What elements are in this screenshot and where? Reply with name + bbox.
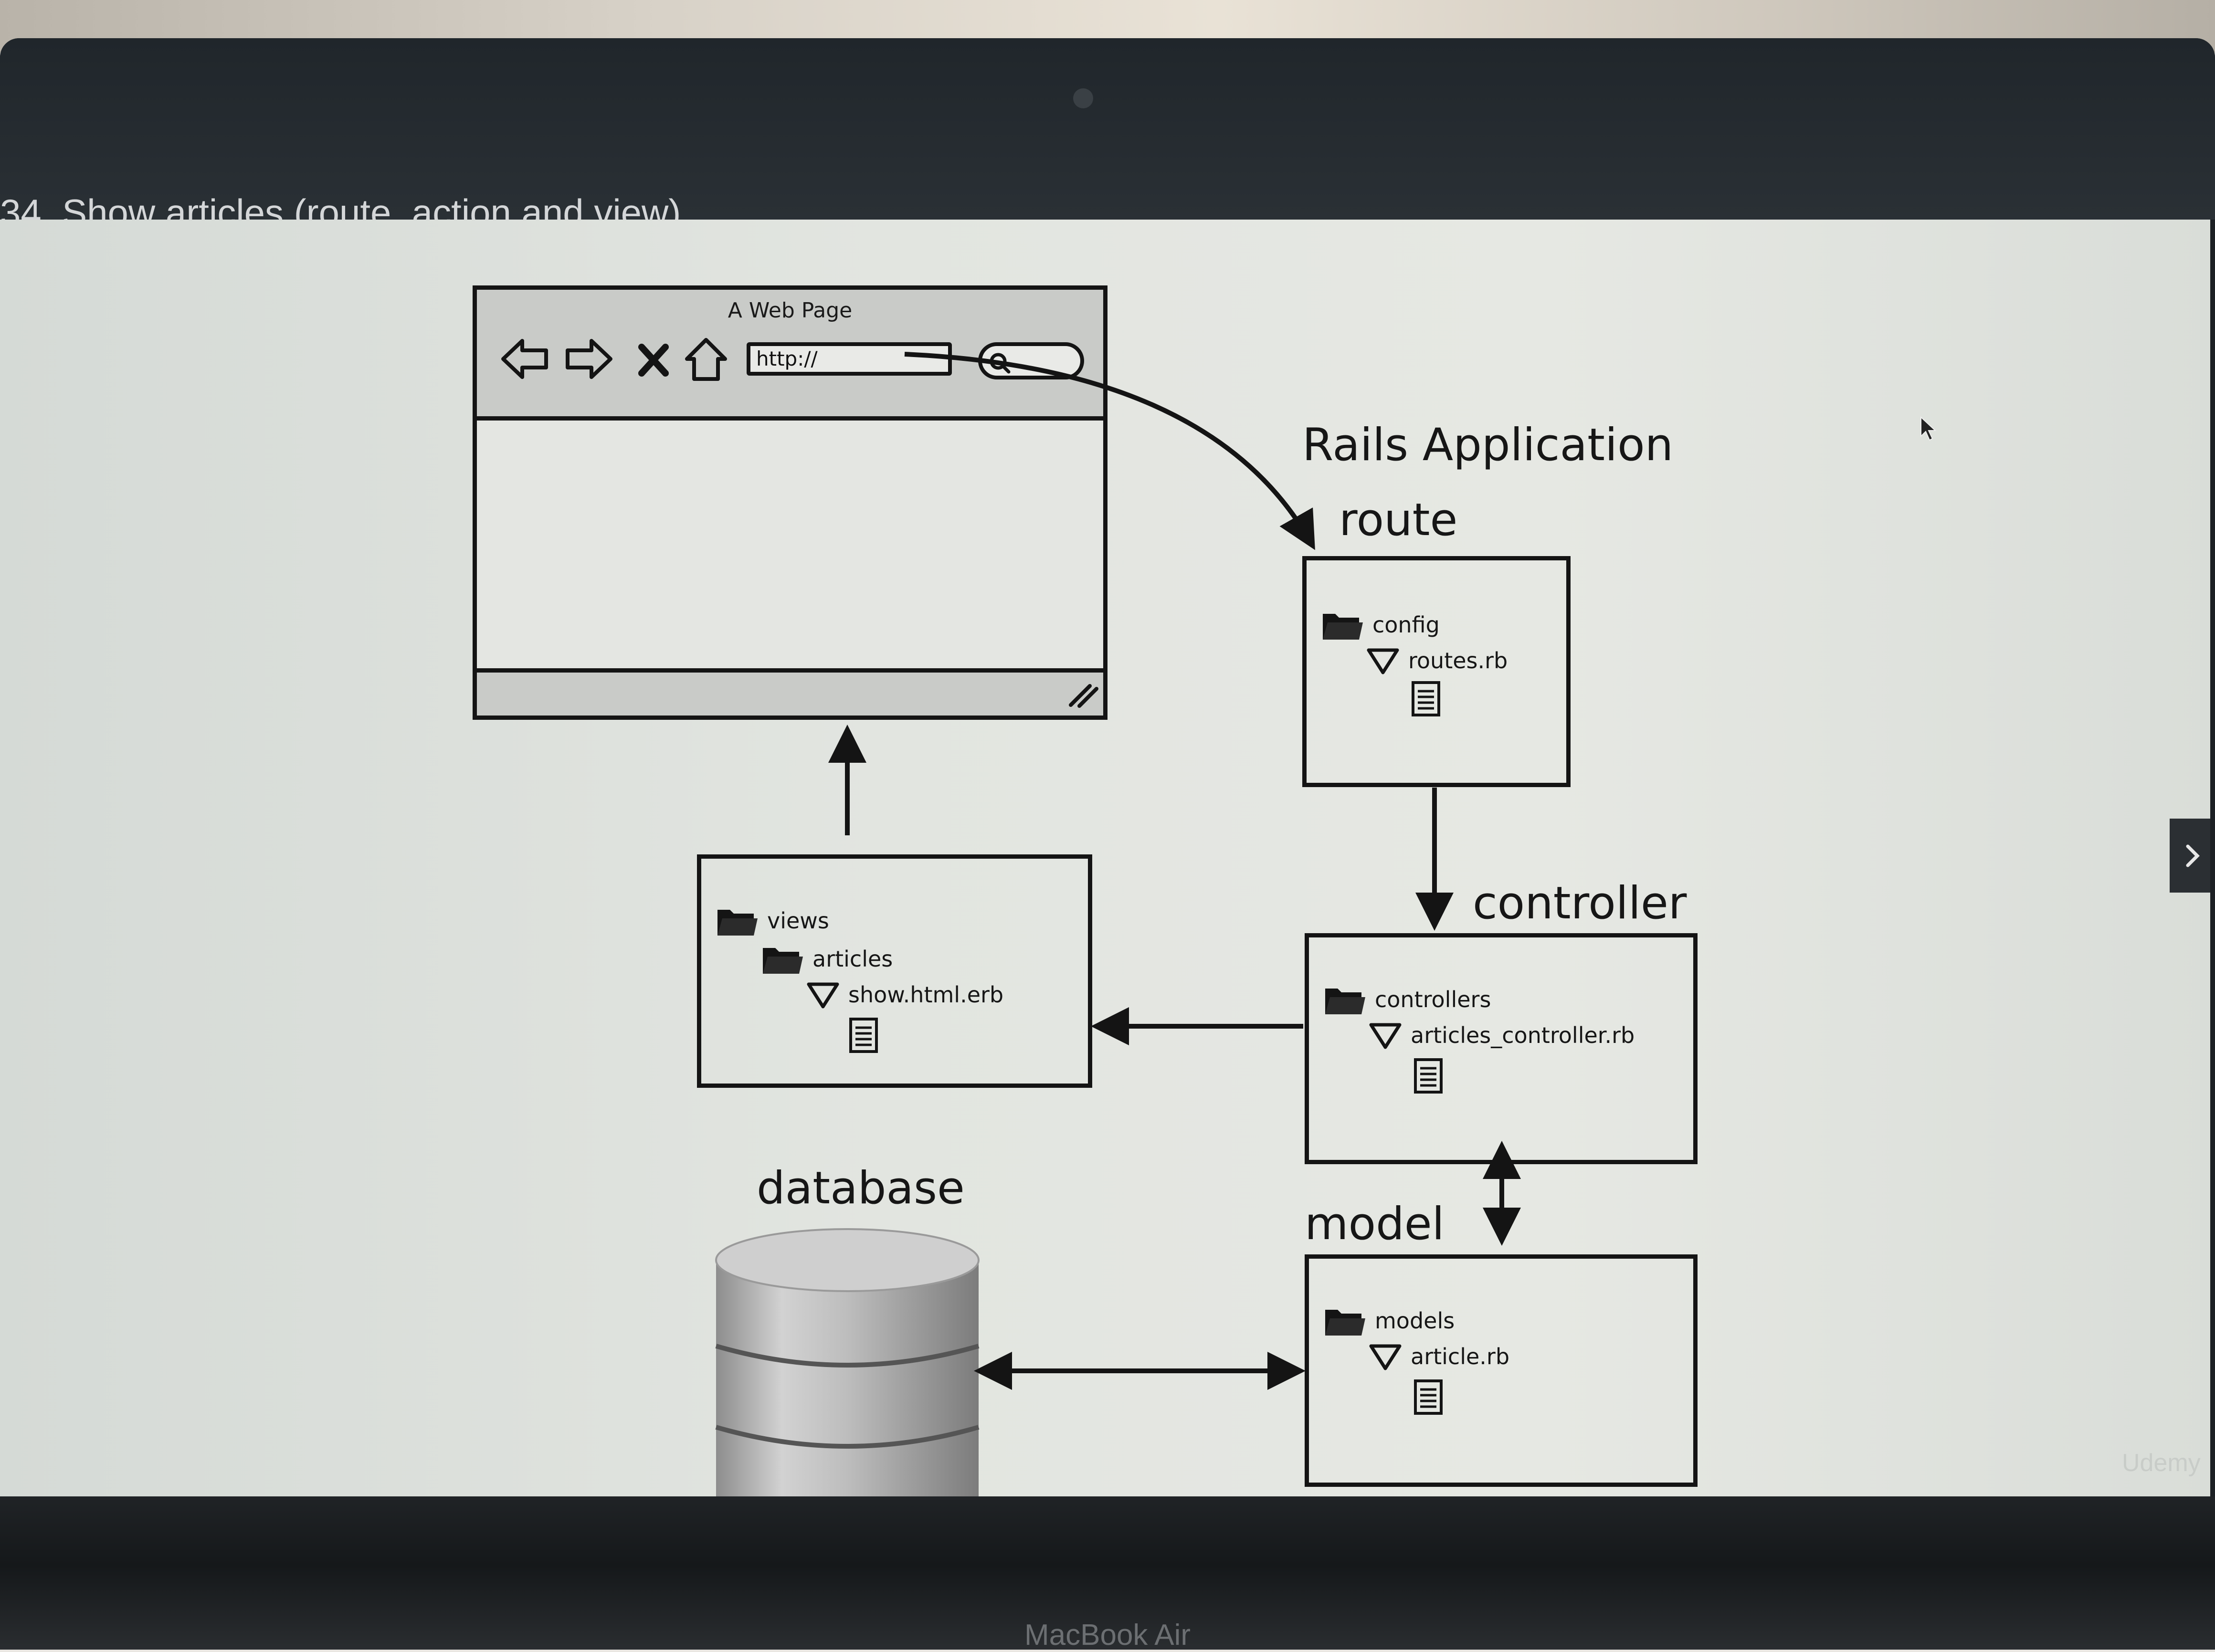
forward-arrow-icon [566,339,612,379]
file-icon [1412,681,1440,716]
database-icon [715,1228,980,1496]
model-label: model [1305,1198,1445,1250]
slide-screen: A Web Page http:// [0,220,2210,1496]
views-folder-row: views [716,904,829,937]
screen-bezel-top [0,38,2215,220]
model-box: models article.rb [1305,1254,1698,1487]
rails-application-label: Rails Application [1302,419,1674,471]
database-label: database [757,1162,965,1214]
folder-icon [1323,614,1363,640]
file-name: article.rb [1411,1344,1510,1369]
model-file-row: article.rb [1369,1342,1509,1371]
search-field[interactable] [978,342,1084,379]
folder-name: models [1375,1308,1455,1334]
expand-triangle-icon [807,982,839,1009]
browser-toolbar: A Web Page http:// [477,290,1103,421]
file-name: articles_controller.rb [1411,1022,1635,1048]
mouse-cursor-icon [1920,416,1937,441]
file-icon [1414,1379,1443,1415]
browser-mock: A Web Page http:// [473,285,1108,720]
screen-bezel-bottom [0,1496,2215,1650]
chevron-right-icon [2186,844,2200,867]
udemy-watermark: Udemy [2122,1449,2201,1477]
folder-name: controllers [1375,987,1491,1012]
folder-name: config [1372,612,1440,638]
file-icon [849,1018,878,1053]
config-folder-row: config [1321,608,1440,642]
route-box: config routes.rb [1302,556,1571,787]
browser-title: A Web Page [728,298,853,323]
browser-status-bar [477,668,1103,716]
folder-icon [763,948,803,974]
file-name: show.html.erb [848,982,1004,1008]
controller-box: controllers articles_controller.rb [1305,933,1698,1164]
folder-name: views [767,908,829,934]
route-label: route [1339,494,1458,546]
search-icon [990,353,1011,374]
resize-grip-icon [1069,684,1098,708]
controller-file-row: articles_controller.rb [1369,1021,1635,1050]
laptop-model-label: MacBook Air [1024,1619,1191,1652]
camera [1073,88,1093,108]
expand-triangle-icon [1369,1344,1402,1370]
home-icon [685,338,727,381]
models-folder-row: models [1323,1304,1455,1337]
folder-icon [1325,1310,1365,1336]
folder-icon [1325,989,1365,1014]
controller-label: controller [1473,877,1687,929]
routes-file-row: routes.rb [1366,646,1508,675]
folder-icon [717,910,758,936]
next-slide-button[interactable] [2170,819,2210,893]
url-field[interactable]: http:// [747,342,952,376]
file-icon [1414,1058,1443,1094]
back-arrow-icon [501,339,548,379]
file-name: routes.rb [1408,648,1508,673]
subfolder-name: articles [812,946,893,972]
articles-folder-row: articles [761,942,893,976]
views-box: views articles show.html.erb [697,854,1092,1088]
show-file-row: show.html.erb [806,980,1003,1009]
expand-triangle-icon [1369,1023,1402,1049]
expand-triangle-icon [1367,648,1399,674]
controllers-folder-row: controllers [1323,983,1491,1016]
close-icon [638,344,669,377]
